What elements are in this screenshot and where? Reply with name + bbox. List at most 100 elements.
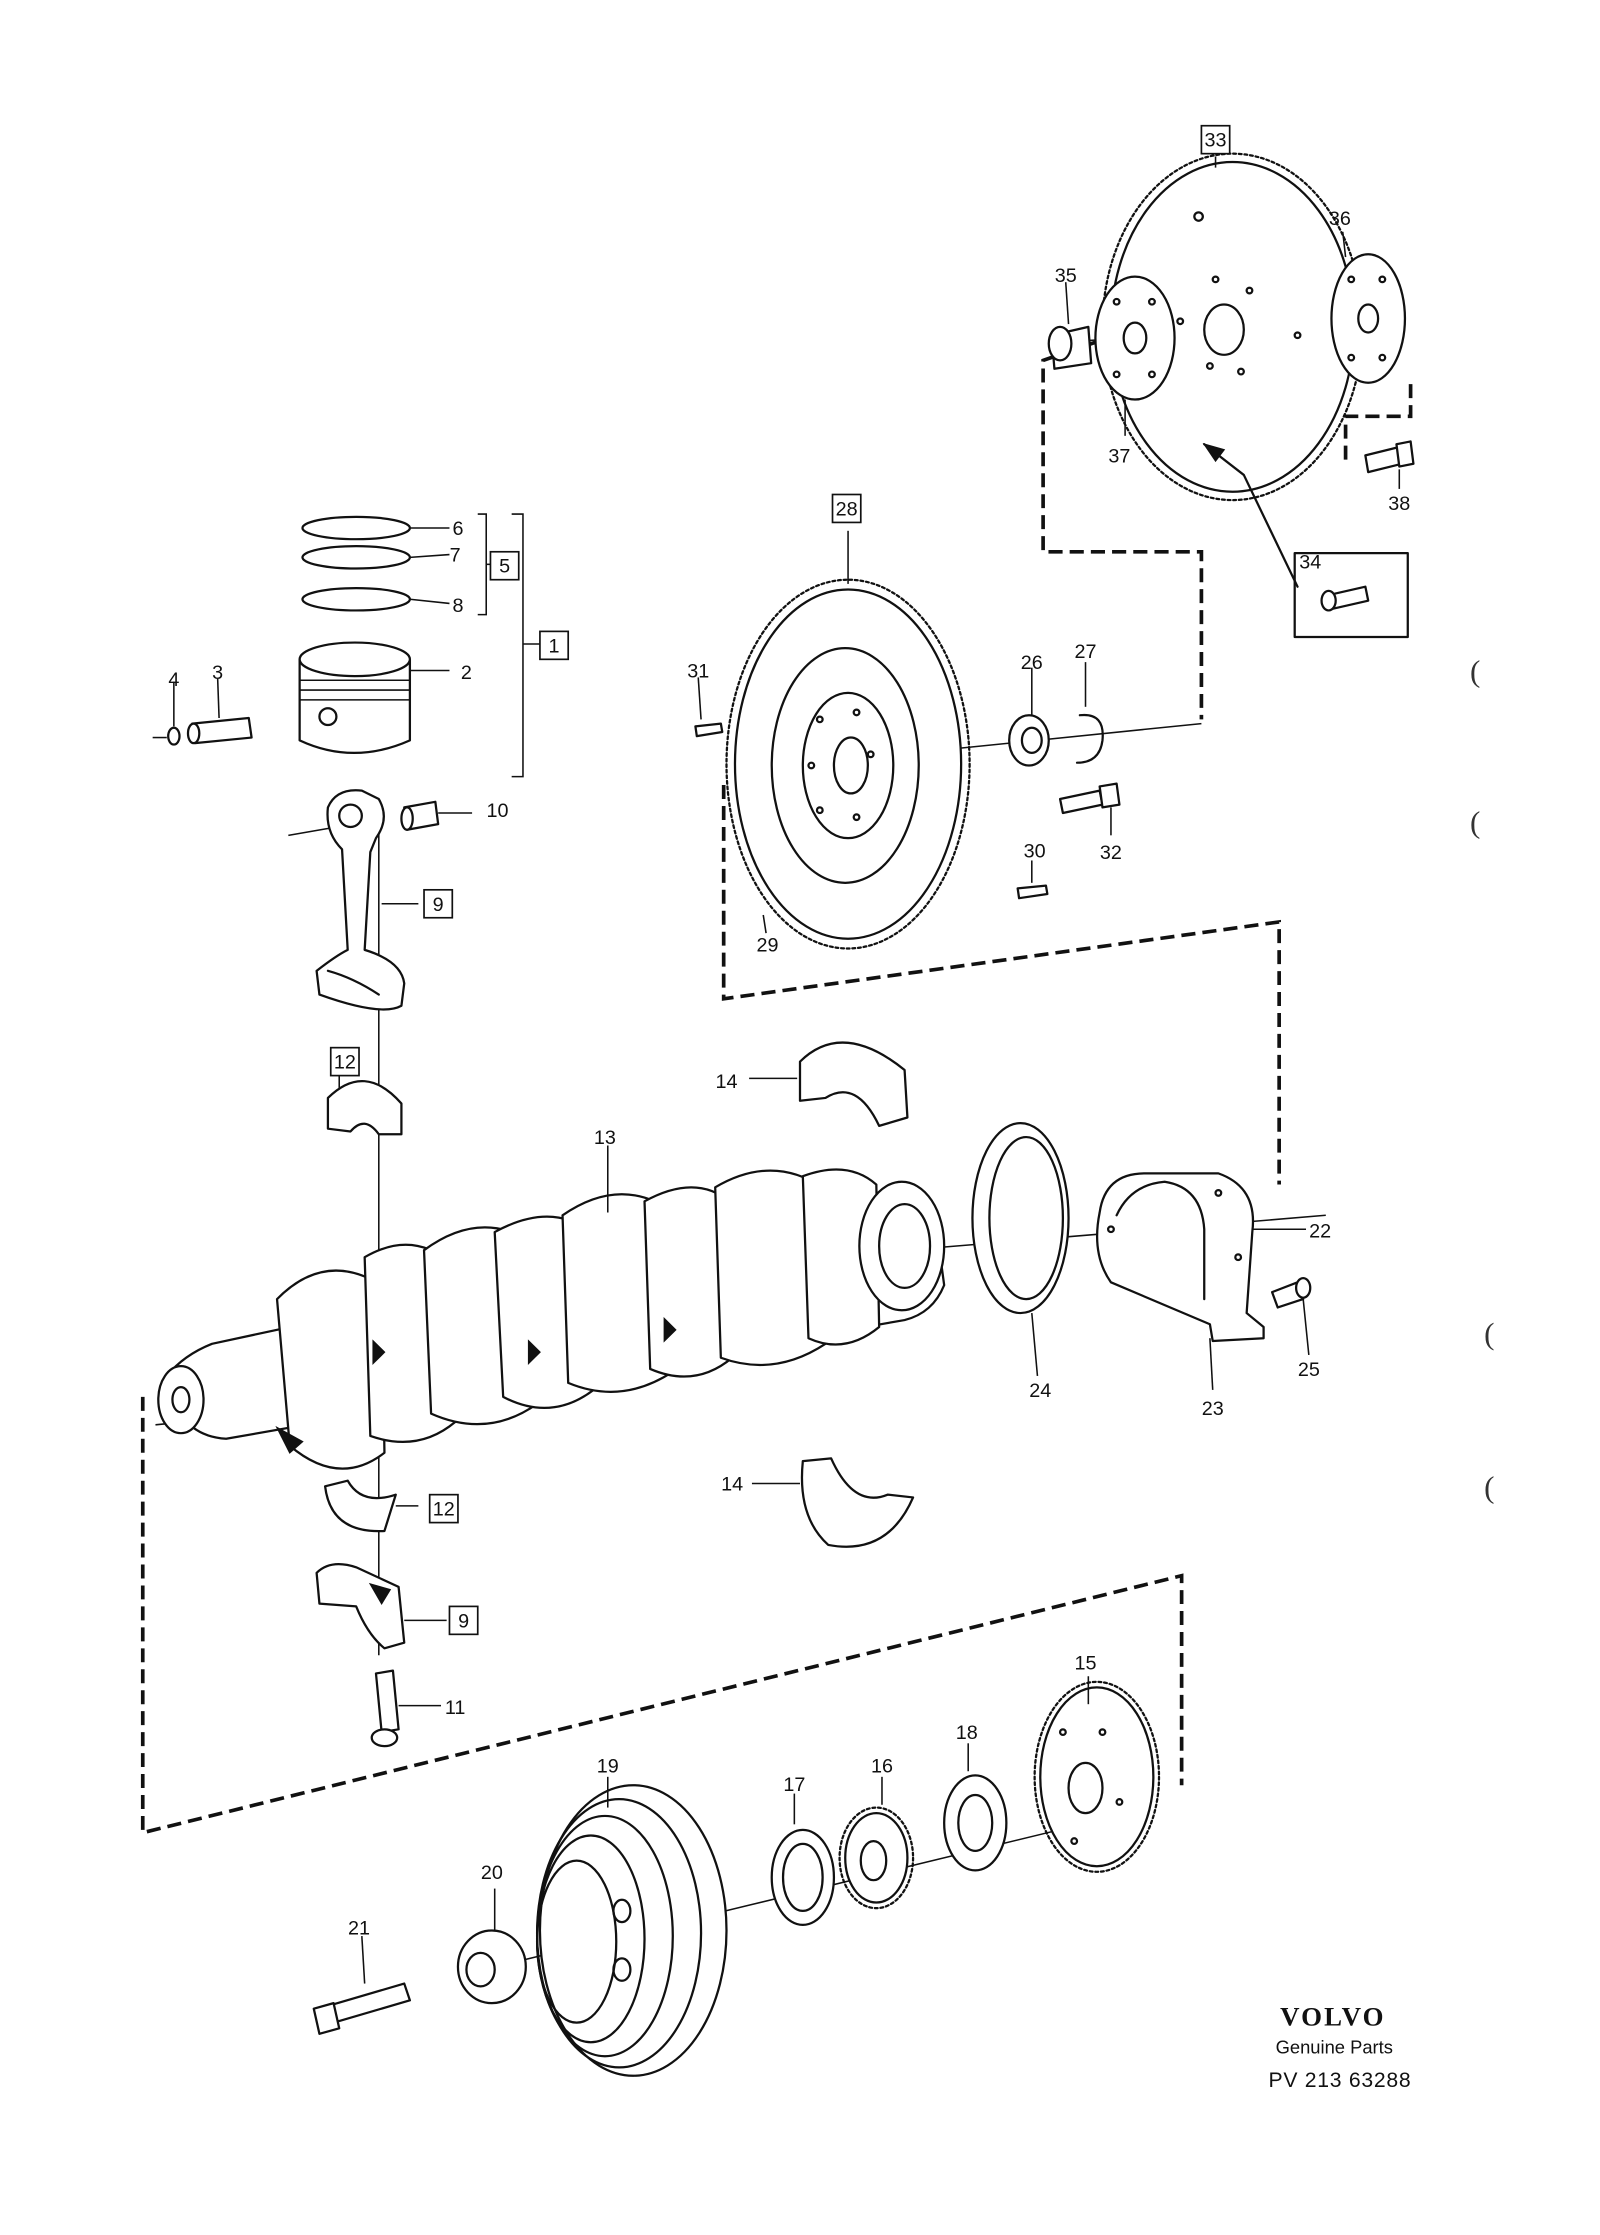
callout-box (1200, 124, 1231, 155)
callout-11: 11 (445, 1697, 466, 1719)
callout-4: 4 (168, 669, 179, 691)
gear-16 (838, 1776, 915, 1910)
main-bearing-lower (751, 1457, 915, 1548)
callout-1: 1 (539, 630, 570, 661)
seal-housing (1096, 1172, 1307, 1390)
flywheel-dowel-30 (1016, 860, 1049, 900)
edge-marks: ( ( ( ( (1470, 654, 1494, 1505)
callout-number: 22 (1309, 1221, 1331, 1243)
callout-box (831, 493, 862, 524)
detail-34 (1202, 443, 1409, 639)
callout-number: 20 (481, 1862, 503, 1884)
callout-number: 2 (461, 662, 472, 684)
callout-7: 7 (450, 545, 461, 567)
callout-25: 25 (1298, 1359, 1320, 1381)
callout-17: 17 (783, 1774, 805, 1796)
callout-35: 35 (1055, 265, 1077, 287)
pulley-19 (535, 1776, 728, 2077)
housing-screw (1270, 1277, 1312, 1356)
callout-number: 9 (433, 894, 444, 916)
callout-3: 3 (212, 662, 223, 684)
callout-28: 28 (831, 493, 862, 524)
svg-text:(: ( (1470, 654, 1480, 689)
callout-18: 18 (956, 1722, 978, 1744)
callout-number: 1 (549, 635, 560, 657)
big-end-bearing-upper (326, 1072, 403, 1136)
callout-number: 10 (487, 800, 509, 822)
callout-number: 12 (334, 1052, 356, 1074)
svg-text:(: ( (1484, 1470, 1494, 1505)
connector-lines (140, 340, 1413, 1836)
callout-number: 17 (783, 1774, 805, 1796)
callout-number: 32 (1100, 842, 1122, 864)
rod-bolt (370, 1669, 441, 1748)
main-bearing-upper (749, 1041, 909, 1127)
callout-23: 23 (1202, 1398, 1224, 1420)
bushing-35 (1047, 282, 1093, 370)
callout-15: 15 (1075, 1652, 1097, 1674)
svg-text:(: ( (1470, 805, 1480, 840)
callout-number: 21 (348, 1918, 370, 1940)
svg-text:(: ( (1484, 1316, 1494, 1351)
footer: VOLVO Genuine Parts PV 213 63288 (1269, 2002, 1412, 2092)
flywheel-dowel-31 (694, 677, 724, 738)
callout-number: 30 (1024, 841, 1046, 863)
callout-number: 27 (1075, 641, 1097, 663)
timing-gear-15 (1033, 1676, 1161, 1873)
callout-box (423, 888, 454, 919)
piston-rings (301, 515, 450, 612)
callout-number: 31 (687, 661, 709, 683)
rod-cap (315, 1563, 447, 1650)
callout-9a: 9 (423, 888, 454, 919)
pilot-bearing-26 (1008, 667, 1050, 767)
circlip (152, 681, 181, 746)
callout-16: 16 (871, 1756, 893, 1778)
part-number: PV 213 63288 (1269, 2069, 1412, 2092)
callout-30: 30 (1024, 841, 1046, 863)
callout-37: 37 (1108, 445, 1130, 467)
spacer-37 (1094, 275, 1176, 436)
callout-24: 24 (1029, 1380, 1051, 1402)
callout-labels: 1234567899101112121314141516171819202122… (168, 124, 1410, 1940)
callout-19: 19 (597, 1756, 619, 1778)
callout-number: 13 (594, 1127, 616, 1149)
flywheel-bolt-32 (1058, 782, 1121, 836)
callout-number: 28 (836, 499, 858, 521)
callout-number: 37 (1108, 445, 1130, 467)
callout-12b: 12 (428, 1493, 459, 1524)
bolt-38 (1364, 440, 1415, 489)
hub-20 (456, 1888, 527, 2005)
flywheel (725, 530, 971, 950)
callout-26: 26 (1021, 652, 1043, 674)
rear-seal (971, 1121, 1070, 1376)
callout-31: 31 (687, 661, 709, 683)
callout-number: 25 (1298, 1359, 1320, 1381)
piston-pin (186, 678, 253, 745)
brand-logo: VOLVO (1280, 2002, 1386, 2032)
callout-6: 6 (452, 518, 463, 540)
bolt-21 (312, 1936, 412, 2035)
piston (298, 641, 450, 754)
callout-number: 14 (716, 1071, 738, 1093)
seal-17 (770, 1793, 836, 1927)
callout-number: 18 (956, 1722, 978, 1744)
callout-number: 3 (212, 662, 223, 684)
callout-box (428, 1493, 459, 1524)
callout-12a: 12 (329, 1046, 360, 1077)
callout-number: 7 (450, 545, 461, 567)
callout-number: 11 (445, 1697, 466, 1719)
callout-number: 34 (1299, 552, 1321, 574)
callout-number: 16 (871, 1756, 893, 1778)
callout-number: 24 (1029, 1380, 1051, 1402)
callout-9b: 9 (448, 1605, 479, 1636)
big-end-bearing-lower (323, 1479, 419, 1533)
callout-32: 32 (1100, 842, 1122, 864)
callout-number: 33 (1205, 130, 1227, 152)
callout-number: 19 (597, 1756, 619, 1778)
callout-number: 9 (458, 1610, 469, 1632)
crankshaft (157, 1145, 946, 1470)
spacer-36 (1330, 231, 1407, 384)
callout-number: 14 (721, 1474, 743, 1496)
callout-box (448, 1605, 479, 1636)
